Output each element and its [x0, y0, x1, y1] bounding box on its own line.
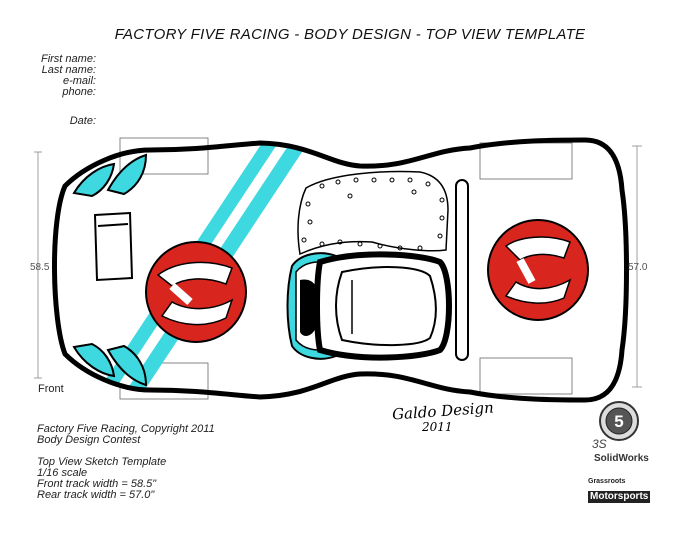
solidworks-text: SolidWorks [594, 453, 649, 464]
dimension-lines [34, 145, 642, 388]
front-grille [93, 211, 134, 282]
grassroots-motorsports-logo: Grassroots Motorsports [588, 478, 651, 504]
car-body-outline [52, 137, 629, 403]
rear-track-text: Rear track width = 57.0" [37, 489, 155, 501]
rear-track-measure: 57.0 [628, 262, 648, 273]
phone-label: phone: [62, 86, 96, 98]
designer-signature: Galdo Design 2011 [382, 398, 532, 448]
rear-vent [455, 179, 469, 361]
front-roundel [145, 241, 247, 343]
date-label: Date: [69, 115, 96, 127]
last-name-label: Last name: [41, 64, 96, 76]
headlights [72, 153, 148, 387]
footer-info: Factory Five Racing, Copyright 2011 Body… [37, 424, 215, 501]
solidworks-logo: 3S SolidWorks [584, 437, 649, 471]
cockpit [286, 251, 452, 361]
motorsports-text: Motorsports [588, 491, 651, 503]
template-text: Top View Sketch Template [37, 456, 167, 468]
grassroots-text: Grassroots [588, 478, 626, 485]
front-track-measure: 58.5 [30, 262, 50, 273]
badge-number: 5 [614, 412, 623, 431]
contest-text: Body Design Contest [37, 434, 141, 446]
scale-text: 1/16 scale [37, 467, 88, 479]
signature-year: 2011 [422, 420, 453, 434]
roof-panel [297, 170, 449, 256]
front-track-text: Front track width = 58.5" [37, 478, 157, 490]
rivets [301, 177, 445, 251]
page-title: FACTORY FIVE RACING - BODY DESIGN - TOP … [114, 26, 586, 43]
front-label: Front [38, 383, 64, 395]
ds-mark: 3S [592, 437, 607, 451]
copyright-text: Factory Five Racing, Copyright 2011 [37, 423, 215, 435]
email-label: e-mail: [62, 75, 96, 87]
factory-five-badge-logo: 5 [598, 400, 640, 442]
first-name-label: First name: [40, 53, 96, 65]
rear-roundel [487, 219, 589, 321]
entry-form: First name: Last name: e-mail: phone: Da… [20, 54, 96, 127]
